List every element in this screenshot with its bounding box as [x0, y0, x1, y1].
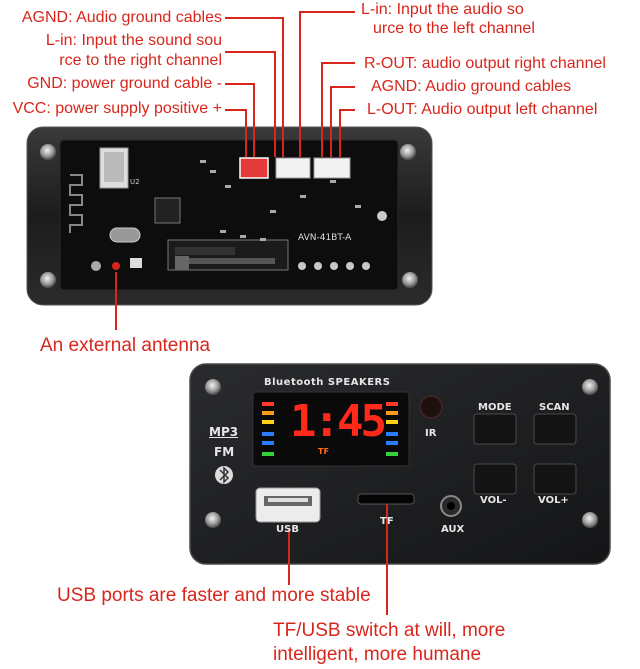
tf-label: TF: [380, 516, 394, 527]
callout-lout: L-OUT: Audio output left channel: [367, 101, 598, 118]
board-model: AVN-41BT-A: [298, 233, 352, 243]
callout-lin-right-1: L-in: Input the sound sou: [45, 32, 222, 49]
panel-title: Bluetooth SPEAKERS: [264, 377, 391, 388]
callout-agnd-right: AGND: Audio ground cables: [371, 78, 572, 95]
display-time: 1:45: [290, 396, 387, 447]
callout-lin-left-1: L-in: Input the audio so: [361, 1, 524, 18]
mp3-label: MP3: [209, 425, 239, 439]
scan-button-label: SCAN: [539, 402, 570, 413]
callout-usb: USB ports are faster and more stable: [57, 585, 371, 606]
callout-tf-2: intelligent, more humane: [273, 644, 482, 665]
callout-lin-left-2: urce to the left channel: [373, 20, 535, 37]
front-panel: [189, 363, 611, 565]
callout-vcc: VCC: power supply positive +: [12, 100, 222, 117]
callout-lines-top: [115, 11, 355, 330]
board-rear: [26, 126, 433, 306]
callout-rout: R-OUT: audio output right channel: [364, 55, 606, 72]
callout-lines-bottom: [288, 504, 388, 615]
display-sub: TF: [318, 447, 329, 456]
callout-tf-1: TF/USB switch at will, more: [273, 620, 506, 641]
callout-agnd-left: AGND: Audio ground cables: [21, 9, 222, 26]
fm-label: FM: [214, 445, 235, 459]
callout-lin-right-2: rce to the right channel: [59, 52, 222, 69]
usb-label: USB: [276, 524, 299, 535]
mode-button-label: MODE: [478, 402, 512, 413]
vol-up-label: VOL+: [538, 495, 569, 506]
board-chip-label: U2: [130, 178, 140, 186]
callout-gnd: GND: power ground cable -: [27, 75, 222, 92]
vol-down-label: VOL-: [480, 495, 507, 506]
ir-label: IR: [425, 428, 437, 439]
vu-right: [386, 402, 398, 456]
vu-left: [262, 402, 274, 456]
aux-label: AUX: [441, 524, 465, 535]
callout-antenna: An external antenna: [40, 335, 211, 356]
